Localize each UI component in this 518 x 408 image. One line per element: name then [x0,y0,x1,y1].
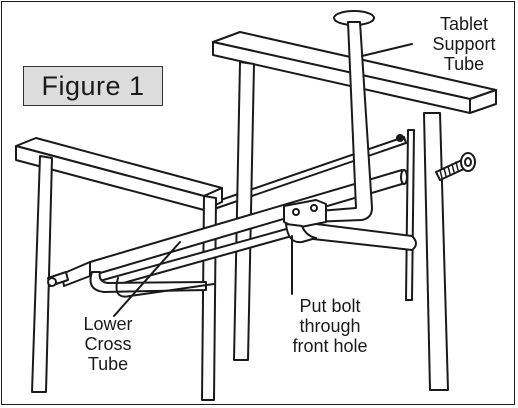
tablet-support-tube-label: Tablet Support Tube [414,14,514,74]
figure-label: Figure 1 [23,66,163,106]
callout-line: front hole [292,336,368,356]
right-front-leg [423,112,449,391]
callout-line: through [299,316,361,336]
callout-line: Tablet [439,14,489,34]
right-bracket [299,221,417,251]
left-bracket [47,271,215,298]
callout-line: Tube [87,354,129,374]
left-front-leg [31,155,53,393]
bolt [435,152,476,181]
right-back-leg [405,129,415,301]
center-back-leg [233,61,255,361]
rod-pin [396,134,404,142]
callout-line: Put bolt [299,296,361,316]
callout-line: Tube [443,54,485,74]
clamp-bracket [283,199,327,244]
left-top-rail [15,137,223,211]
left-back-leg [201,195,217,401]
lower-cross-tube-label: Lower Cross Tube [68,314,148,374]
callout-line: Support [432,34,496,54]
lower-cross-leader-line [113,241,181,317]
put-bolt-label: Put bolt through front hole [275,296,385,356]
callout-line: Lower [83,314,133,334]
tablet-leader-line [361,43,413,57]
callout-line: Cross [84,334,132,354]
